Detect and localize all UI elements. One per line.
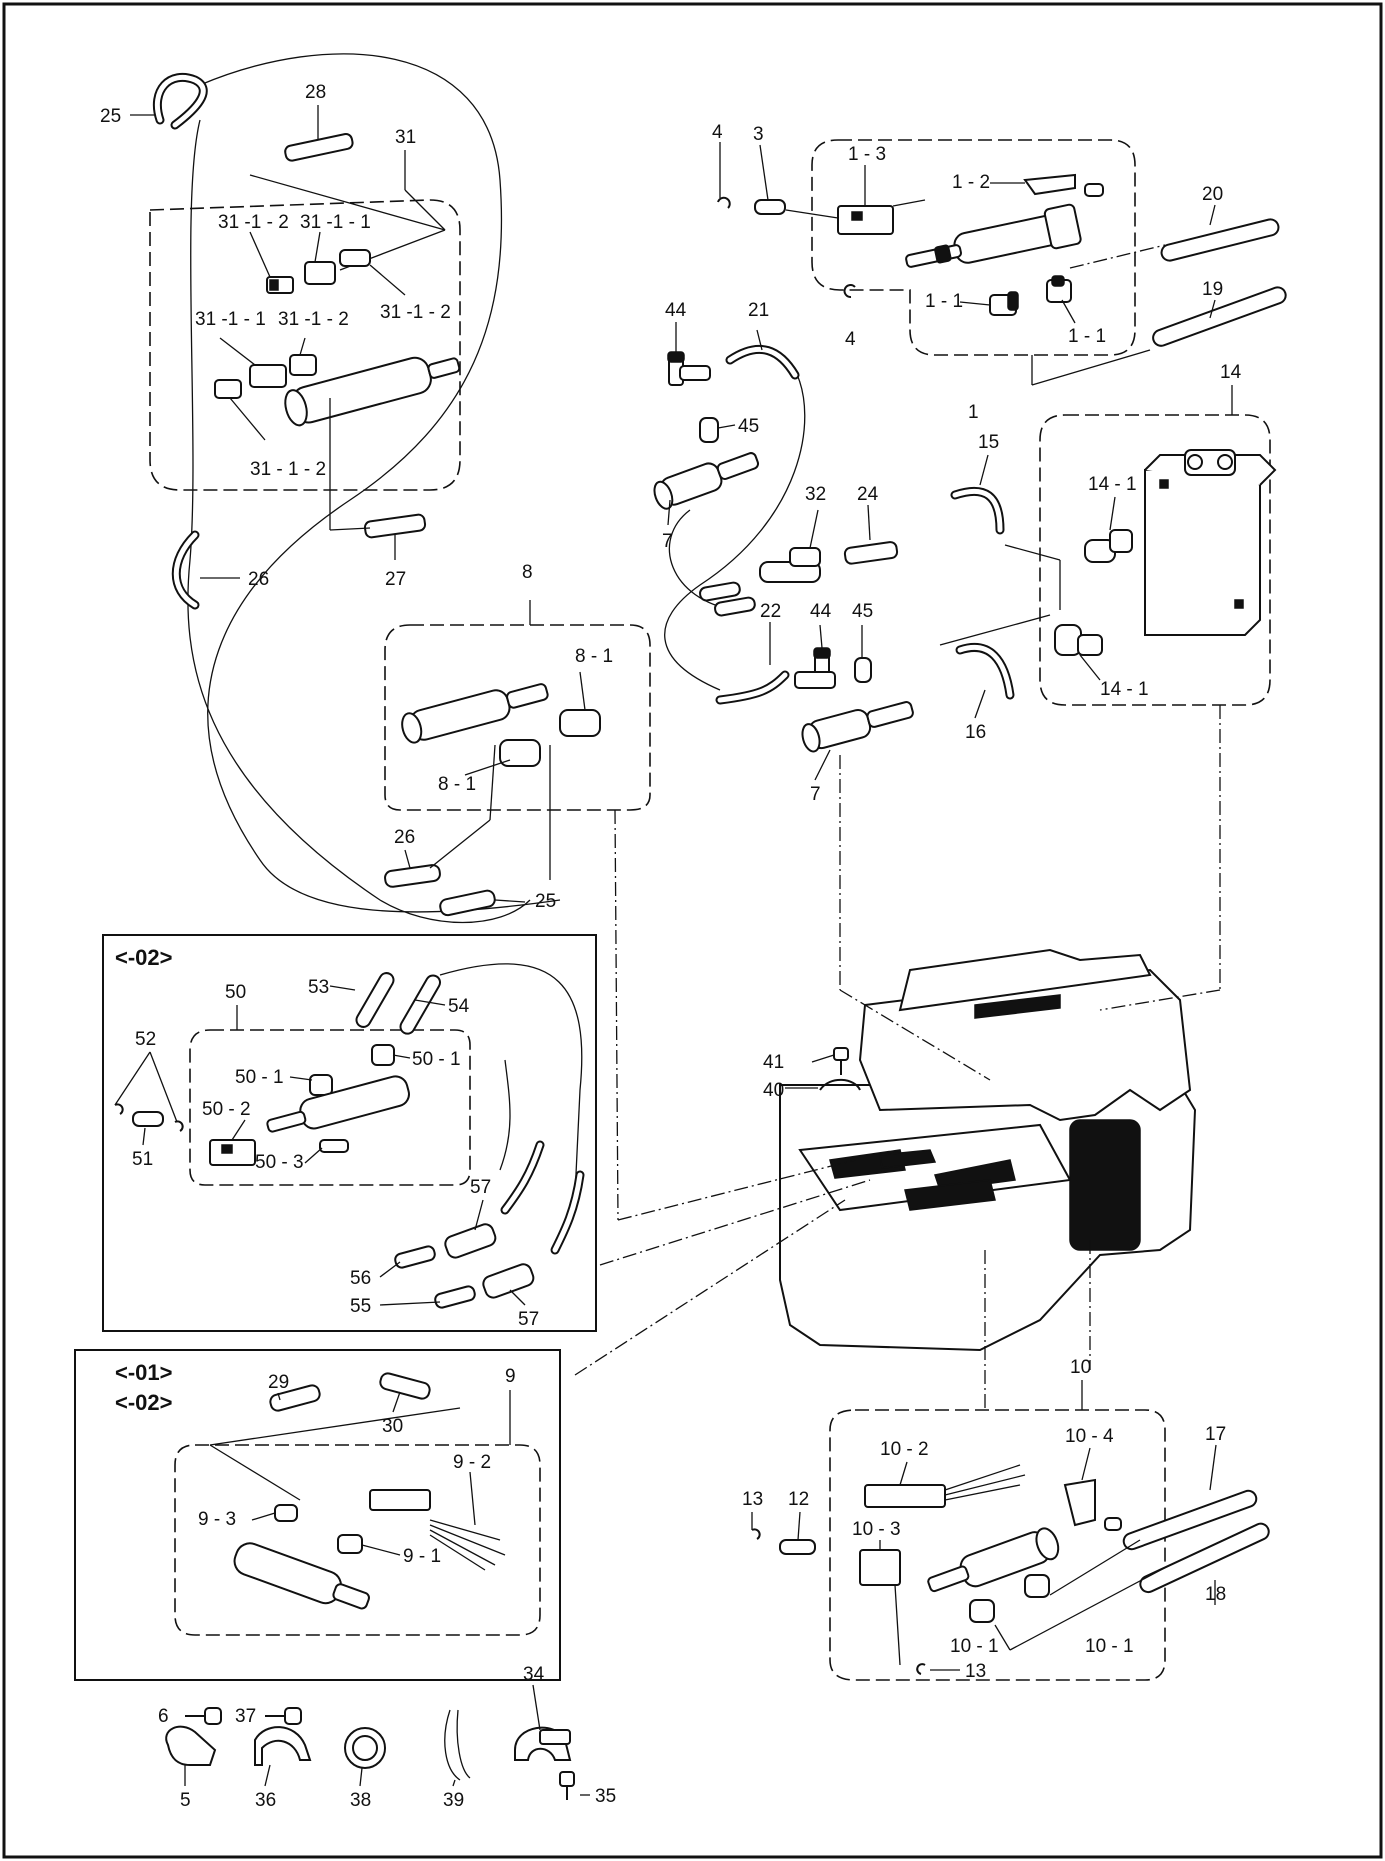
label-4-top: 4 [712, 122, 723, 143]
assembly-8 [384, 624, 651, 917]
label-10-1-a: 10 - 1 [950, 1636, 999, 1657]
label-20: 20 [1202, 184, 1223, 205]
label-27: 27 [385, 569, 406, 590]
label-17: 17 [1205, 1424, 1226, 1445]
label-37: 37 [235, 1706, 256, 1727]
box-02b-title: <-02> [115, 1390, 173, 1415]
label-8-1-a: 8 - 1 [575, 646, 613, 667]
label-30: 30 [382, 1416, 403, 1437]
label-14-1-b: 14 - 1 [1100, 679, 1149, 700]
connector-lines [574, 705, 1221, 1410]
label-24: 24 [857, 484, 879, 505]
label-9-2: 9 - 2 [453, 1452, 491, 1473]
label-1: 1 [968, 402, 979, 423]
label-1-3: 1 - 3 [848, 144, 886, 165]
label-7-bottom: 7 [810, 784, 821, 805]
label-25-bottom: 25 [535, 891, 556, 912]
part-labels: 25 28 31 31 -1 - 2 31 -1 - 1 31 -1 - 2 3… [100, 82, 1242, 1811]
label-50: 50 [225, 982, 246, 1003]
label-53: 53 [308, 977, 329, 998]
label-35: 35 [595, 1786, 616, 1807]
label-25-top: 25 [100, 106, 121, 127]
label-56: 56 [350, 1268, 371, 1289]
label-8-1-b: 8 - 1 [438, 774, 476, 795]
label-52: 52 [135, 1029, 156, 1050]
valve-group [653, 344, 914, 753]
label-36: 36 [255, 1790, 276, 1811]
variant-box-01-02: <-01> <-02> [74, 1349, 561, 1681]
label-7-top: 7 [662, 531, 673, 552]
label-54: 54 [448, 996, 470, 1017]
label-10-3: 10 - 3 [852, 1519, 901, 1540]
label-57-b: 57 [518, 1309, 539, 1330]
label-31-1-2-a: 31 -1 - 2 [218, 212, 289, 233]
label-4-bottom: 4 [845, 329, 856, 350]
label-18: 18 [1205, 1584, 1226, 1605]
label-26-bottom: 26 [394, 827, 415, 848]
label-31-1-1-b: 31 -1 - 1 [195, 309, 266, 330]
label-9-3: 9 - 3 [198, 1509, 236, 1530]
assembly-31 [149, 53, 561, 924]
label-3: 3 [753, 124, 764, 145]
assembly-1 [717, 139, 1287, 386]
label-41: 41 [763, 1052, 784, 1073]
label-34: 34 [523, 1664, 545, 1685]
label-50-1-a: 50 - 1 [235, 1067, 284, 1088]
label-31-1-2-c: 31 -1 - 2 [278, 309, 349, 330]
label-40: 40 [763, 1080, 784, 1101]
label-50-1-b: 50 - 1 [412, 1049, 461, 1070]
box-01-title: <-01> [115, 1360, 173, 1385]
clamp-parts [165, 1707, 575, 1800]
label-44-bottom: 44 [810, 601, 832, 622]
label-9-1: 9 - 1 [403, 1546, 441, 1567]
label-28: 28 [305, 82, 326, 103]
label-1-1-b: 1 - 1 [1068, 326, 1106, 347]
label-10: 10 [1070, 1357, 1091, 1378]
label-16: 16 [965, 722, 986, 743]
label-9: 9 [505, 1366, 516, 1387]
label-1-1-a: 1 - 1 [925, 291, 963, 312]
label-10-4: 10 - 4 [1065, 1426, 1114, 1447]
label-leaders [114, 105, 1233, 1796]
label-31-1-2-b: 31 -1 - 2 [380, 302, 451, 323]
label-6: 6 [158, 1706, 169, 1727]
label-31: 31 [395, 127, 416, 148]
label-12: 12 [788, 1489, 809, 1510]
label-10-1-b: 10 - 1 [1085, 1636, 1134, 1657]
label-10-2: 10 - 2 [880, 1439, 929, 1460]
label-31-1-2-d: 31 - 1 - 2 [250, 459, 326, 480]
label-15: 15 [978, 432, 999, 453]
label-50-3: 50 - 3 [255, 1152, 304, 1173]
assembly-10 [751, 1409, 1270, 1681]
box-02-title: <-02> [115, 945, 173, 970]
label-26-top: 26 [248, 569, 269, 590]
variant-box-02: <-02> [102, 934, 597, 1332]
label-13-bottom: 13 [965, 1661, 986, 1682]
label-22: 22 [760, 601, 781, 622]
label-51: 51 [132, 1149, 153, 1170]
label-19: 19 [1202, 279, 1223, 300]
label-32: 32 [805, 484, 826, 505]
label-50-2: 50 - 2 [202, 1099, 251, 1120]
label-39: 39 [443, 1790, 464, 1811]
label-8: 8 [522, 562, 533, 583]
label-57-a: 57 [470, 1177, 491, 1198]
label-45-top: 45 [738, 416, 759, 437]
label-1-2: 1 - 2 [952, 172, 990, 193]
label-45-bottom: 45 [852, 601, 873, 622]
label-44-top: 44 [665, 300, 687, 321]
label-55: 55 [350, 1296, 371, 1317]
label-14: 14 [1220, 362, 1242, 383]
label-13-top: 13 [742, 1489, 763, 1510]
label-5: 5 [180, 1790, 191, 1811]
label-38: 38 [350, 1790, 371, 1811]
label-29: 29 [268, 1372, 289, 1393]
label-21: 21 [748, 300, 769, 321]
label-14-1-a: 14 - 1 [1088, 474, 1137, 495]
label-31-1-1-a: 31 -1 - 1 [300, 212, 371, 233]
machine-body [779, 948, 1197, 1352]
assembly-14 [939, 414, 1277, 706]
